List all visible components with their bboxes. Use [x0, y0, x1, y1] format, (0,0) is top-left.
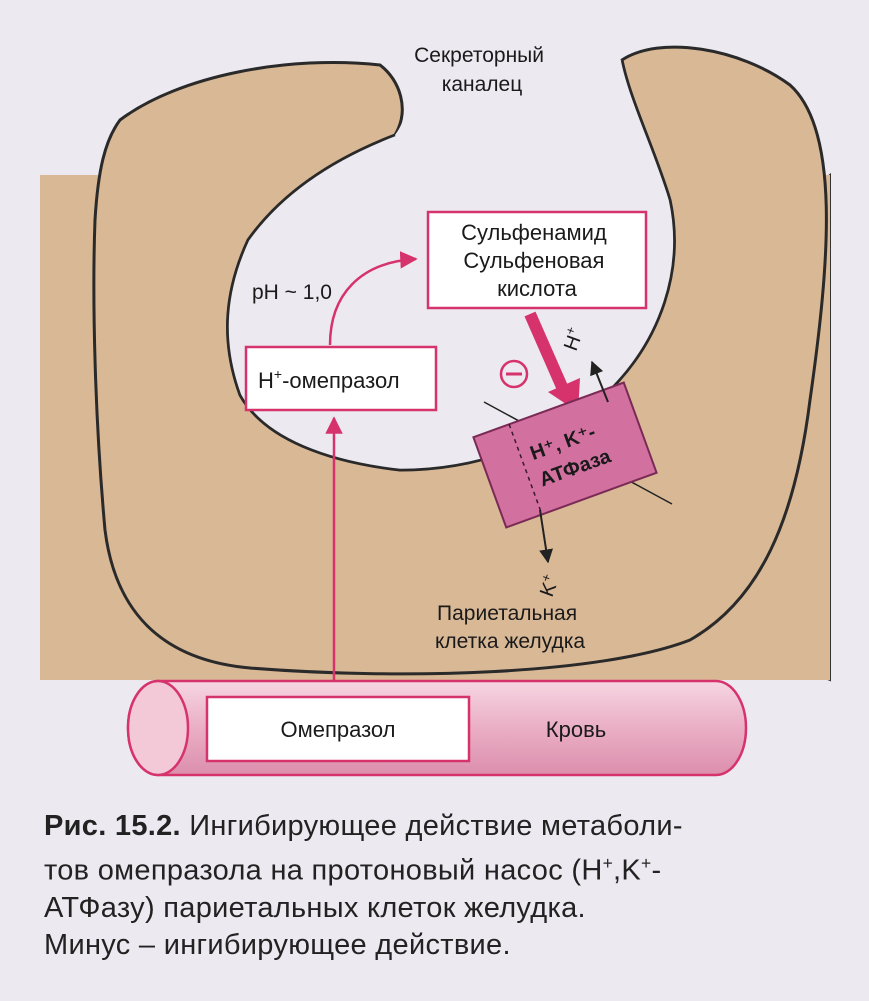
- caption-line-2: тов омепразола на протоновый насос (H+,K…: [44, 853, 662, 887]
- figure-number: Рис. 15.2.: [44, 810, 181, 842]
- ph-label: pH ~ 1,0: [252, 281, 332, 304]
- ph-conversion-arrow: [328, 251, 418, 346]
- parietal-cell-label: Париетальная клетка желудка: [435, 602, 585, 653]
- sulfenamide-box: [426, 210, 648, 310]
- k-influx-arrow: [539, 509, 554, 564]
- blood-vessel-opening: [126, 679, 190, 777]
- caption-line-3: АТФазу) париетальных клеток желудка.: [44, 891, 586, 924]
- h-efflux-arrow: [590, 360, 609, 403]
- blood-label: Кровь: [546, 717, 606, 742]
- proton-pump: H⁺, K⁺- АТФаза: [472, 381, 658, 529]
- inhibition-arrow: [524, 311, 572, 399]
- figure-caption: Рис. 15.2. Ингибирующее действие метабол…: [44, 808, 844, 964]
- omeprazole-box: [205, 695, 471, 763]
- caption-line-4: Минус – ингибирующее действие.: [44, 928, 511, 961]
- sulfenamide-label: Сульфенамид Сульфеновая кислота: [461, 220, 613, 301]
- protonated-omeprazole-label: H+-омепразол: [258, 366, 400, 393]
- omeprazole-label: Омепразол: [280, 717, 395, 742]
- minus-circle: [499, 359, 529, 389]
- protonated-omeprazole-box: [244, 345, 438, 412]
- caption-line-1: Рис. 15.2. Ингибирующее действие метабол…: [44, 810, 683, 842]
- canaliculus-membrane: [226, 59, 676, 472]
- canaliculus-label: Секреторный каналец: [414, 44, 550, 96]
